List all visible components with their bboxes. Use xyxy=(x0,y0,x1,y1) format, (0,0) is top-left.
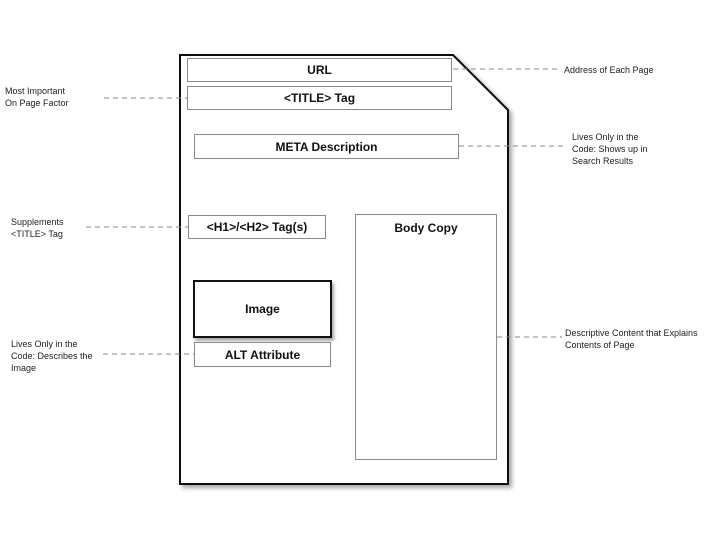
title-tag-label: <TITLE> Tag xyxy=(283,91,356,105)
title-tag-box: <TITLE> Tag xyxy=(187,86,452,110)
annotation-alt-attribute: Lives Only in the Code: Describes the Im… xyxy=(11,339,93,373)
annotation-body-copy: Descriptive Content that Explains Conten… xyxy=(565,328,698,350)
heading-tags-box: <H1>/<H2> Tag(s) xyxy=(188,215,326,239)
image-label: Image xyxy=(245,302,280,316)
meta-description-label: META Description xyxy=(275,139,378,154)
url-label: URL xyxy=(307,63,332,77)
alt-attribute-box: ALT Attribute xyxy=(194,342,331,367)
alt-attribute-label: ALT Attribute xyxy=(224,347,301,362)
body-copy-box: Body Copy xyxy=(355,214,497,460)
body-copy-label: Body Copy xyxy=(394,221,458,235)
annotation-url: Address of Each Page xyxy=(564,65,654,75)
annotation-heading-tags: Supplements <TITLE> Tag xyxy=(11,217,64,239)
image-box: Image xyxy=(193,280,332,338)
heading-tags-label: <H1>/<H2> Tag(s) xyxy=(206,220,308,234)
url-box: URL xyxy=(187,58,452,82)
annotation-meta-description: Lives Only in the Code: Shows up in Sear… xyxy=(572,132,648,166)
annotation-title-tag: Most Important On Page Factor xyxy=(5,86,69,108)
meta-description-box: META Description xyxy=(194,134,459,159)
